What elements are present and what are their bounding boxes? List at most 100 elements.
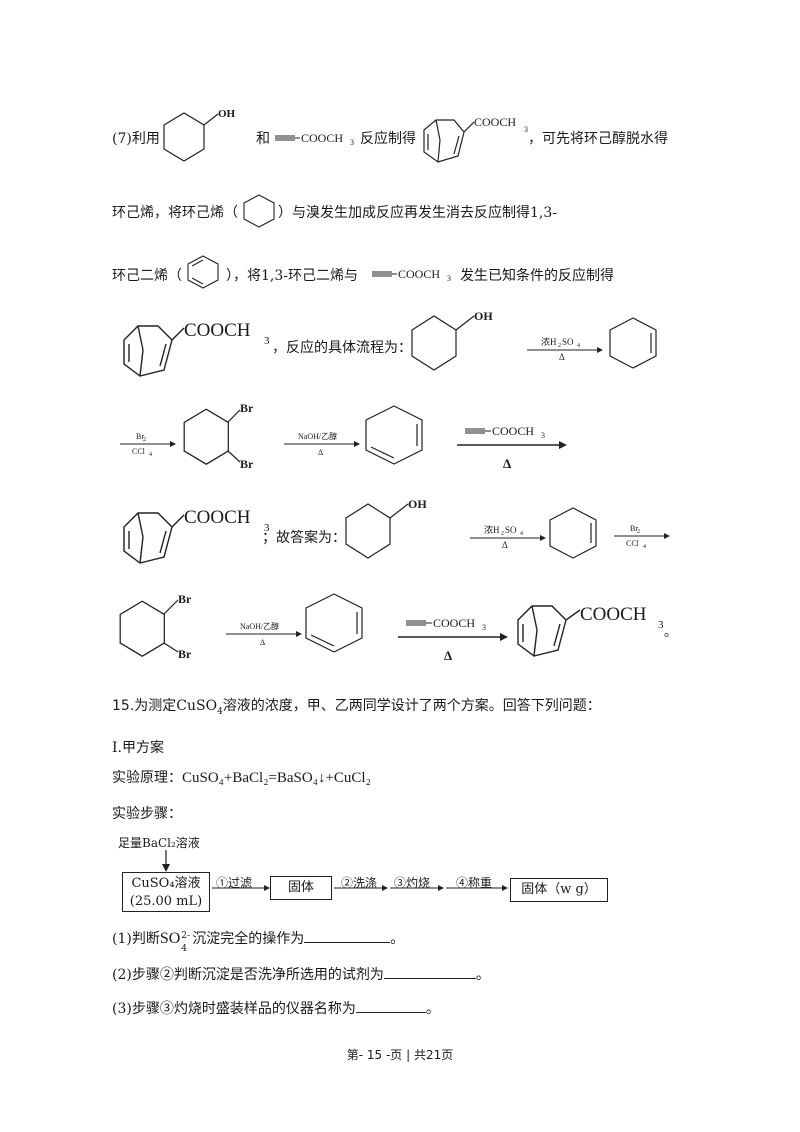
- svg-text:Br: Br: [136, 432, 144, 441]
- svg-text:3: 3: [350, 138, 354, 147]
- svg-text:3: 3: [541, 431, 545, 440]
- dibromocyclohexane-answer: Br Br: [119, 592, 192, 661]
- arrow-dielsalder-1: COOCH 3 Δ: [457, 424, 567, 471]
- oh-label: OH: [218, 108, 236, 120]
- svg-text:3: 3: [447, 274, 451, 283]
- svg-text:2: 2: [558, 343, 561, 349]
- svg-text:3: 3: [658, 619, 664, 631]
- route-label: ，反应的具体流程为：: [272, 340, 412, 356]
- bicyclic-product-large: COOCH 3: [123, 320, 270, 377]
- answer-label: ；故答案为：: [262, 530, 346, 546]
- q15-sub2: (2)步骤②判断沉淀是否洗净所选用的试剂为。: [112, 964, 490, 985]
- svg-text:OH: OH: [408, 497, 427, 511]
- flow-top-label: 足量BaCl₂溶液: [118, 836, 200, 850]
- svg-text:Δ: Δ: [503, 456, 511, 471]
- arrow-dehydration-1: 浓H 2 SO 4 Δ: [527, 337, 603, 362]
- svg-text:4: 4: [149, 452, 152, 458]
- svg-text:2: 2: [143, 437, 146, 443]
- q7-line2a: 环己烯，将环己烯（: [112, 205, 238, 221]
- svg-text:Br: Br: [240, 401, 254, 415]
- flow-down-arrow: [162, 850, 170, 872]
- svg-text:COOCH: COOCH: [184, 320, 251, 341]
- flow-box-solid: 固体: [270, 876, 332, 900]
- svg-text:OH: OH: [474, 309, 493, 323]
- flow-step-wash: ②洗涤: [341, 876, 378, 890]
- cyclohexadiene-answer: [305, 593, 363, 653]
- principle-label: 实验原理：: [112, 770, 182, 786]
- svg-text:Δ: Δ: [260, 638, 265, 647]
- cyclohexene-answer: [549, 507, 597, 559]
- methyl-propiolate-structure-2: COOCH 3: [372, 267, 451, 283]
- svg-text:NaOH/乙醇: NaOH/乙醇: [298, 431, 337, 441]
- q7-tail: ，可先将环己醇脱水得: [528, 131, 668, 147]
- svg-text:COOCH: COOCH: [474, 115, 516, 129]
- arrow-elimination-1: NaOH/乙醇 Δ: [284, 431, 360, 457]
- methyl-propiolate-structure: COOCH 3: [275, 131, 354, 147]
- flow-step-filter: ①过滤: [216, 876, 253, 890]
- dibromocyclohexane-route-1: Br Br: [183, 401, 254, 471]
- page-footer: 第- 15 -页 | 共21页: [346, 1048, 454, 1062]
- flow-arrow-4: [446, 885, 508, 891]
- q7-and: 和: [256, 131, 270, 147]
- arrow-bromination-1: Br 2 CCl 4: [120, 432, 176, 458]
- svg-text:SO: SO: [562, 337, 574, 347]
- svg-text:COOCH: COOCH: [184, 507, 251, 528]
- svg-text:2: 2: [501, 531, 504, 537]
- flow-box-final-solid: 固体（w g）: [510, 878, 608, 902]
- svg-text:浓H: 浓H: [484, 525, 500, 535]
- cyclohexene-route-1: [609, 317, 657, 369]
- svg-text:COOCH: COOCH: [492, 424, 534, 438]
- svg-text:Δ: Δ: [559, 352, 565, 362]
- plan-label: I.甲方案: [112, 740, 164, 756]
- svg-text:Δ: Δ: [502, 540, 508, 550]
- flow-step-weigh: ④称重: [456, 876, 493, 890]
- svg-text:2: 2: [637, 529, 640, 535]
- q7-line3a: 环己二烯（: [112, 268, 182, 284]
- svg-text:。: 。: [664, 624, 677, 639]
- bicyclic-product-final: COOCH 3 。: [517, 604, 677, 657]
- q15-title: 15.为测定CuSO4溶液的浓度，甲、乙两同学设计了两个方案。回答下列问题：: [112, 698, 601, 717]
- flow-arrow-3: [390, 885, 444, 891]
- svg-text:4: 4: [577, 343, 580, 349]
- flow-step-burn: ③灼烧: [394, 876, 431, 890]
- svg-text:4: 4: [520, 531, 523, 537]
- svg-text:Br: Br: [630, 524, 638, 533]
- svg-text:4: 4: [643, 544, 646, 550]
- cyclohexanol-route-1: OH: [411, 309, 493, 371]
- svg-text:Δ: Δ: [444, 648, 452, 663]
- svg-text:Δ: Δ: [318, 448, 323, 457]
- cyclohexane-structure: [243, 194, 275, 228]
- flow-arrow-2: [334, 885, 388, 891]
- cyclohexadiene-small-structure: [187, 255, 219, 289]
- q7-prefix: (7)利用: [112, 131, 160, 147]
- svg-text:3: 3: [482, 623, 486, 632]
- principle-equation: CuSO₄+BaCl₂=BaSO₄↓+CuCl₂: [182, 770, 371, 786]
- arrow-dielsalder-2: COOCH 3 Δ: [398, 616, 508, 663]
- svg-text:SO: SO: [505, 525, 517, 535]
- arrow-dehydration-2: 浓H 2 SO 4 Δ: [470, 525, 546, 550]
- q7-line2b: ）与溴发生加成反应再发生消去反应制得1,3-: [278, 205, 557, 221]
- arrow-bromination-2: Br 2 CCl 4: [614, 524, 670, 550]
- svg-text:CCl: CCl: [626, 539, 640, 548]
- bicyclic-product-answer: COOCH 3: [123, 507, 270, 564]
- svg-text:浓H: 浓H: [541, 337, 557, 347]
- svg-text:COOCH: COOCH: [301, 131, 343, 145]
- svg-text:3: 3: [264, 335, 270, 347]
- arrow-elimination-2: NaOH/乙醇 Δ: [226, 621, 302, 647]
- cyclohexadiene-route-1: [365, 405, 423, 465]
- q7-line3b: ），将1,3-环己二烯与: [226, 268, 358, 284]
- svg-text:3: 3: [264, 522, 270, 534]
- cyclohexanol-answer: OH: [345, 497, 427, 559]
- steps-label: 实验步骤：: [112, 806, 182, 822]
- cyclohexanol-structure: OH: [163, 108, 236, 162]
- svg-text:CCl: CCl: [132, 447, 146, 456]
- svg-text:NaOH/乙醇: NaOH/乙醇: [240, 621, 279, 631]
- svg-text:3: 3: [524, 125, 528, 134]
- svg-text:COOCH: COOCH: [580, 604, 647, 625]
- flow-box-cuso4: CuSO₄溶液 (25.00 mL): [122, 872, 210, 912]
- q7-line3c: 发生已知条件的反应制得: [460, 268, 614, 284]
- svg-text:Br: Br: [178, 647, 192, 661]
- svg-text:Br: Br: [240, 457, 254, 471]
- svg-text:COOCH: COOCH: [433, 616, 475, 630]
